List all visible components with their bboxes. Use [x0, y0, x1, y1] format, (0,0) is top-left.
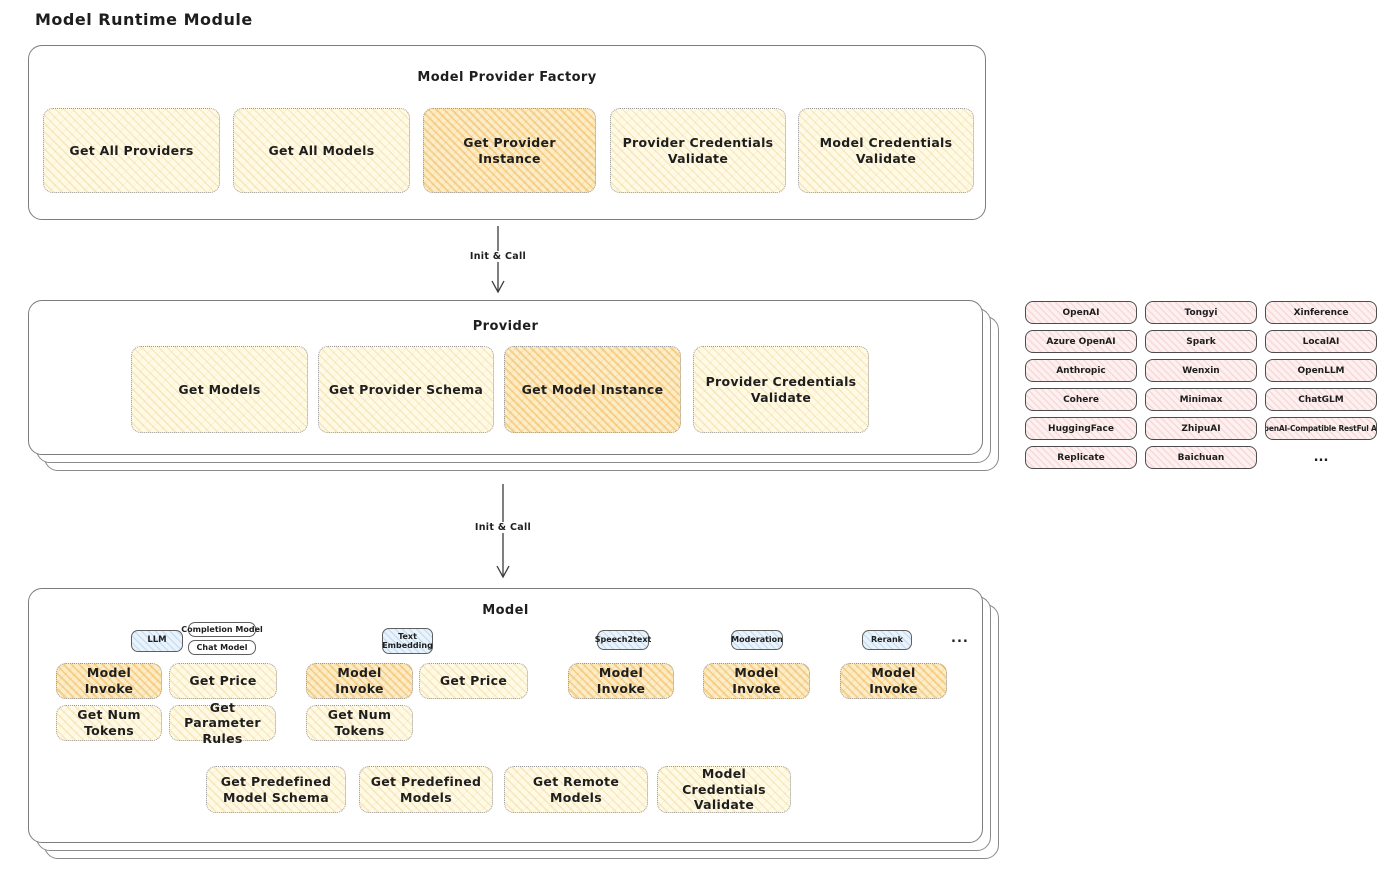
page-title: Model Runtime Module [35, 10, 253, 29]
tab-completion-model: Completion Model [181, 622, 263, 637]
factory-title: Model Provider Factory [417, 70, 597, 85]
tab-speech2text: Speech2text [595, 630, 651, 650]
factory-button-model-credentials-validate: Model Credentials Validate [798, 108, 974, 193]
provider-chip-baichuan: Baichuan [1145, 446, 1257, 469]
provider-chip-xinference: Xinference [1265, 301, 1377, 324]
moderation-model-invoke-button: Model Invoke [703, 663, 810, 699]
factory-button-get-provider-instance: Get Provider Instance [423, 108, 596, 193]
tab-rerank: Rerank [862, 630, 912, 650]
init-call-label-top: Init & Call [465, 251, 531, 262]
factory-button-get-all-providers: Get All Providers [43, 108, 220, 193]
tab-moderation: Moderation [731, 630, 783, 650]
rerank-model-invoke-button: Model Invoke [840, 663, 947, 699]
tab-llm: LLM [131, 630, 183, 652]
provider-chip-huggingface: HuggingFace [1025, 417, 1137, 440]
get-remote-models-button: Get Remote Models [504, 766, 648, 813]
llm-get-parameter-rules-button: Get Parameter Rules [169, 700, 276, 746]
tab-chat-model: Chat Model [188, 640, 256, 655]
llm-get-num-tokens-button: Get Num Tokens [56, 705, 162, 741]
speech2text-model-invoke-button: Model Invoke [568, 663, 674, 699]
provider-chip-replicate: Replicate [1025, 446, 1137, 469]
factory-box: Model Provider Factory Get All Providers… [28, 45, 986, 220]
factory-button-get-all-models: Get All Models [233, 108, 410, 193]
model-tabs-more-ellipsis: ... [951, 631, 969, 646]
model-box: Model LLM Completion Model Chat Model Te… [28, 588, 983, 843]
provider-button-provider-credentials-validate: Provider Credentials Validate [693, 346, 869, 433]
provider-box: Provider Get Models Get Provider Schema … [28, 300, 983, 455]
provider-chips-grid: OpenAI Tongyi Xinference Azure OpenAI Sp… [1025, 301, 1378, 469]
tab-text-embedding: Text Embedding [382, 628, 433, 654]
llm-model-invoke-button: Model Invoke [56, 663, 162, 699]
provider-chip-tongyi: Tongyi [1145, 301, 1257, 324]
provider-button-get-models: Get Models [131, 346, 308, 433]
provider-chip-localai: LocalAI [1265, 330, 1377, 353]
text-embedding-model-invoke-button: Model Invoke [306, 663, 413, 699]
provider-button-get-model-instance: Get Model Instance [504, 346, 681, 433]
provider-chips-more-ellipsis: ... [1313, 450, 1329, 465]
text-embedding-get-price-button: Get Price [419, 663, 528, 699]
llm-get-price-button: Get Price [169, 663, 277, 699]
model-title: Model [482, 603, 529, 618]
init-call-label-bottom: Init & Call [470, 522, 536, 533]
provider-chip-spark: Spark [1145, 330, 1257, 353]
provider-chip-minimax: Minimax [1145, 388, 1257, 411]
provider-chip-cohere: Cohere [1025, 388, 1137, 411]
provider-chip-openai-compatible: OpenAI-Compatible RestFul API [1265, 417, 1377, 440]
provider-chip-zhipuai: ZhipuAI [1145, 417, 1257, 440]
get-predefined-models-button: Get Predefined Models [359, 766, 493, 813]
model-credentials-validate-button: Model Credentials Validate [657, 766, 791, 813]
provider-chip-openai: OpenAI [1025, 301, 1137, 324]
factory-button-provider-credentials-validate: Provider Credentials Validate [610, 108, 786, 193]
text-embedding-get-num-tokens-button: Get Num Tokens [306, 705, 413, 741]
provider-chip-anthropic: Anthropic [1025, 359, 1137, 382]
provider-button-get-provider-schema: Get Provider Schema [318, 346, 494, 433]
provider-chip-azure-openai: Azure OpenAI [1025, 330, 1137, 353]
provider-chip-wenxin: Wenxin [1145, 359, 1257, 382]
get-predefined-model-schema-button: Get Predefined Model Schema [206, 766, 346, 813]
provider-title: Provider [472, 319, 539, 334]
provider-chip-openllm: OpenLLM [1265, 359, 1377, 382]
provider-chip-chatglm: ChatGLM [1265, 388, 1377, 411]
